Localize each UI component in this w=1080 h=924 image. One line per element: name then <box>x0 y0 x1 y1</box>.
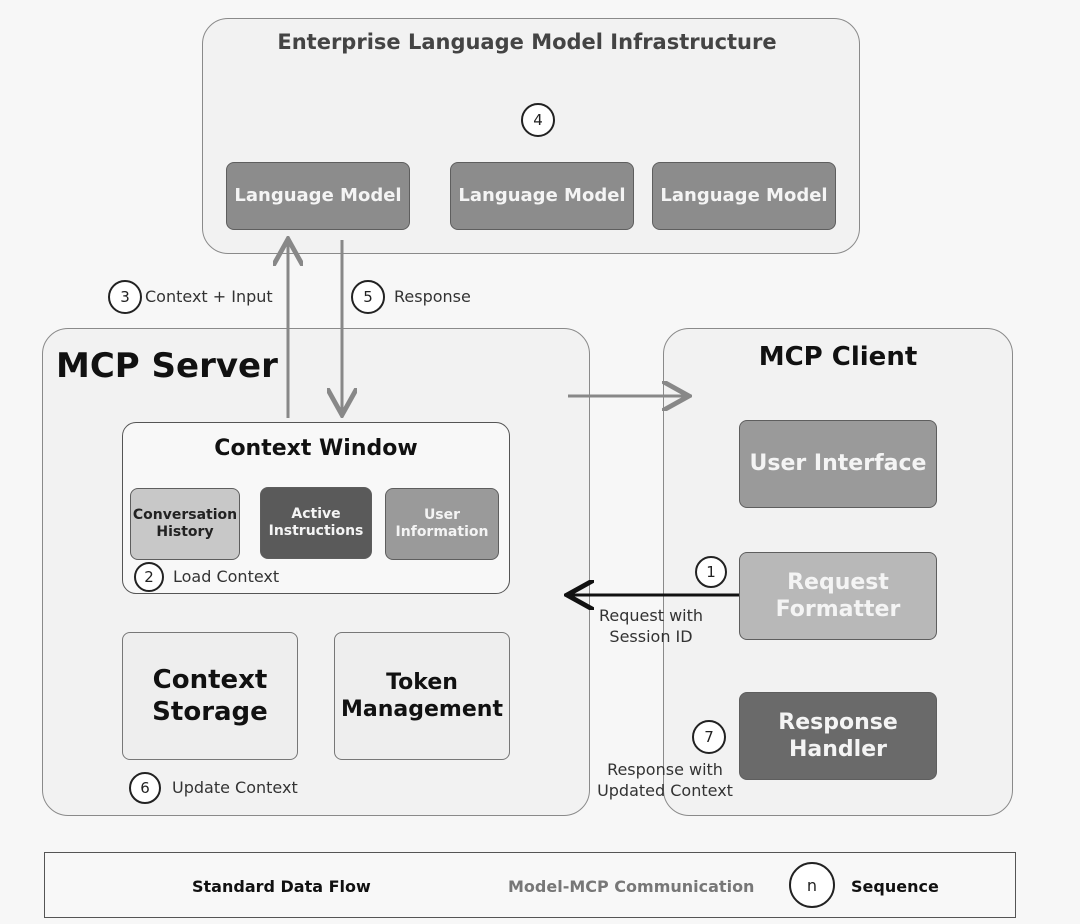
step-1-circle: 1 <box>695 556 727 588</box>
step-4-circle: 4 <box>521 103 555 137</box>
step-2-circle: 2 <box>134 562 164 592</box>
response-label: Response <box>394 287 471 306</box>
context-input-label: Context + Input <box>145 287 273 306</box>
context-window-title: Context Window <box>214 436 418 461</box>
step-5-circle: 5 <box>351 280 385 314</box>
active-instructions-box: Active Instructions <box>260 487 372 559</box>
request-session-label: Request with Session ID <box>598 606 704 646</box>
legend-box <box>44 852 1016 918</box>
user-information-box: User Information <box>385 488 499 560</box>
step-7-circle: 7 <box>692 720 726 754</box>
load-context-label: Load Context <box>173 567 280 586</box>
step-3-circle: 3 <box>108 280 142 314</box>
context-storage-box: Context Storage <box>122 632 298 760</box>
language-model-3: Language Model <box>652 162 836 230</box>
language-model-1: Language Model <box>226 162 410 230</box>
user-interface-box: User Interface <box>739 420 937 508</box>
response-updated-label: Response with Updated Context <box>597 760 733 800</box>
language-model-2: Language Model <box>450 162 634 230</box>
step-6-circle: 6 <box>129 772 161 804</box>
request-formatter-box: Request Formatter <box>739 552 937 640</box>
token-management-box: Token Management <box>334 632 510 760</box>
legend-model-label: Model-MCP Communication <box>508 877 755 896</box>
response-handler-box: Response Handler <box>739 692 937 780</box>
mcp-client-title: MCP Client <box>758 342 918 372</box>
legend-standard-label: Standard Data Flow <box>192 877 371 896</box>
legend-sequence-label: Sequence <box>851 877 939 896</box>
mcp-server-title: MCP Server <box>56 346 278 386</box>
legend-sequence-circle: n <box>789 862 835 908</box>
infrastructure-title: Enterprise Language Model Infrastructure <box>277 30 777 54</box>
update-context-label: Update Context <box>172 778 298 797</box>
conversation-history-box: Conversation History <box>130 488 240 560</box>
